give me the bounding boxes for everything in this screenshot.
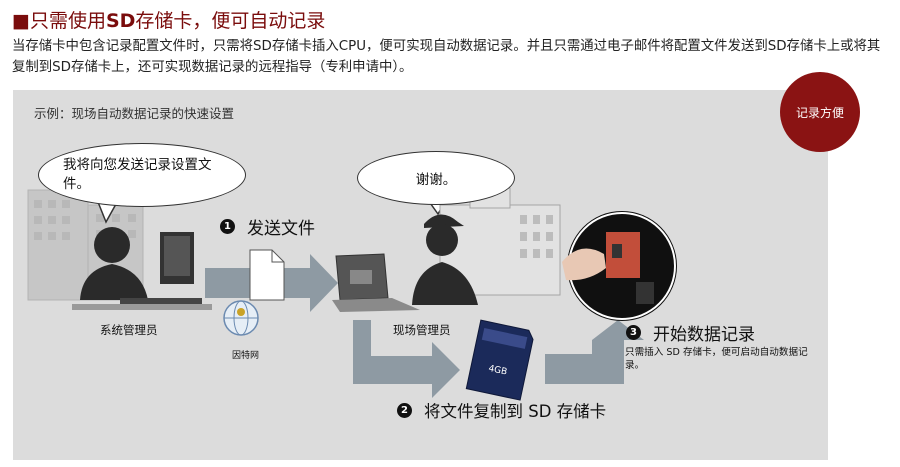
intro-paragraph: 当存储卡中包含记录配置文件时，只需将SD存储卡插入CPU，便可实现自动数据记录。…	[12, 39, 881, 75]
plc-photo-icon	[562, 211, 677, 321]
heading-prefix: ■只需使用	[12, 10, 106, 32]
internet-globe-icon	[223, 300, 259, 336]
heading-bold: SD	[105, 10, 136, 32]
sd-card-icon: 4GB	[465, 319, 534, 401]
page-heading: ■只需使用SD存储卡，便可自动记录	[12, 6, 325, 33]
step-number: 1	[220, 219, 235, 234]
arrow-start	[545, 320, 644, 384]
step-number: 3	[626, 325, 641, 340]
site-label: 现场管理员	[393, 323, 451, 337]
site-person-icon	[412, 214, 478, 305]
step-number: 2	[397, 402, 412, 418]
example-title: 示例：现场自动数据记录的快速设置	[34, 106, 235, 121]
internet-label: 因特网	[232, 351, 260, 361]
step-send-file: 1 发送文件	[220, 214, 315, 239]
sd-card-capacity: 4GB	[487, 364, 508, 378]
site-speech-bubble: 谢谢。	[357, 151, 515, 205]
step-start-description: 只需插入 SD 存储卡，便可启动自动数据记录。	[625, 347, 808, 371]
badge: 记录方便	[780, 72, 860, 152]
arrow-copy	[353, 320, 460, 398]
heading-suffix: 存储卡，便可自动记录	[135, 10, 326, 32]
admin-person-icon	[72, 227, 212, 310]
site-speech-text: 谢谢。	[415, 172, 457, 188]
admin-speech-bubble: 我将向您发送记录设置文件。	[38, 143, 246, 207]
laptop-icon	[332, 253, 420, 312]
bubble-tail	[97, 201, 117, 224]
step-label: 发送文件	[247, 219, 315, 239]
step-start-logging: 3 开始数据记录	[626, 320, 755, 345]
step-label: 将文件复制到 SD 存储卡	[424, 402, 607, 421]
step-label: 开始数据记录	[653, 325, 755, 345]
document-icon	[249, 249, 285, 301]
admin-label: 系统管理员	[100, 323, 158, 337]
admin-speech-text: 我将向您发送记录设置文件。	[63, 157, 212, 192]
step-copy-file: 2 将文件复制到 SD 存储卡	[397, 398, 606, 422]
